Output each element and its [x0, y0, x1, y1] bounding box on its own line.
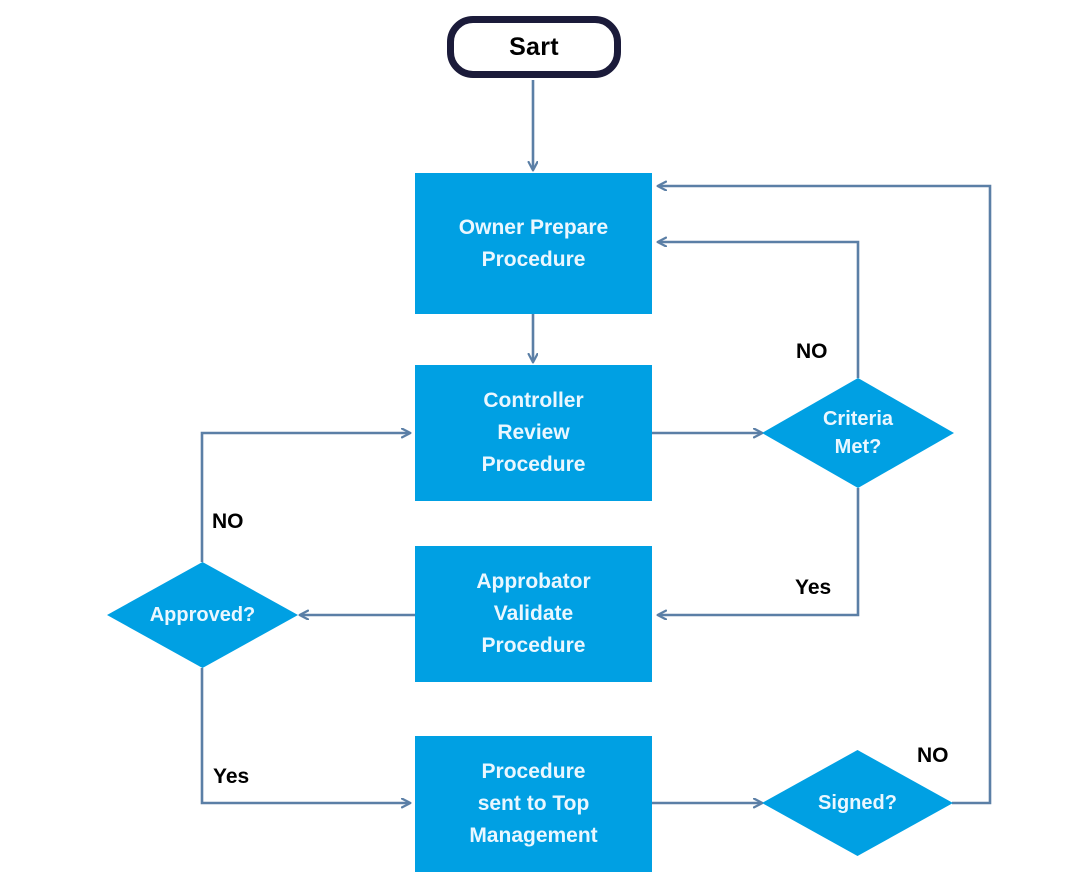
node-owner-prepare-procedure[interactable]: Owner Prepare Procedure — [415, 173, 652, 314]
label-line: Criteria — [822, 408, 894, 430]
label-line: Procedure — [481, 634, 586, 657]
label-line: Validate — [493, 602, 574, 625]
label-line: Review — [497, 421, 570, 444]
label-line: Procedure — [481, 247, 586, 271]
label-line: Approved? — [149, 604, 256, 626]
node-signed-label: Signed? — [812, 789, 903, 817]
node-approbator-validate-procedure[interactable]: Approbator Validate Procedure — [415, 546, 652, 682]
node-procedure-sent-top-management[interactable]: Procedure sent to Top Management — [415, 736, 652, 872]
node-controller-review-procedure-label: Controller Review Procedure — [482, 385, 586, 481]
edge-signed-no-to-owner — [658, 186, 992, 805]
label-line: Procedure — [481, 760, 586, 783]
edge-approved-no-to-controller — [200, 433, 410, 562]
edge-label-signed-no: NO — [917, 744, 949, 767]
node-controller-review-procedure[interactable]: Controller Review Procedure — [415, 365, 652, 501]
label-line: sent to Top — [477, 792, 590, 815]
node-start[interactable]: Sart — [447, 16, 621, 78]
edge-label-approved-yes: Yes — [213, 765, 250, 788]
node-owner-prepare-procedure-label: Owner Prepare Procedure — [459, 212, 608, 276]
edge-label-approved-no: NO — [212, 510, 244, 533]
label-line: Met? — [834, 436, 882, 458]
edge-label-criteria-no: NO — [796, 340, 828, 363]
edge-label-criteria-yes: Yes — [795, 576, 832, 599]
label-line: Procedure — [481, 453, 586, 476]
node-criteria-met-label: Criteria Met? — [817, 405, 899, 461]
label-line: Signed? — [818, 792, 897, 814]
node-approved-label: Approved? — [144, 601, 262, 629]
node-procedure-sent-top-management-label: Procedure sent to Top Management — [469, 756, 597, 852]
label-line: Management — [469, 824, 598, 847]
label-line: Controller — [483, 389, 584, 412]
node-signed-decision[interactable]: Signed? — [762, 750, 953, 856]
node-start-label: Sart — [509, 32, 559, 61]
node-approbator-validate-procedure-label: Approbator Validate Procedure — [476, 566, 590, 662]
node-approved-decision[interactable]: Approved? — [107, 562, 298, 668]
edge-criteria-yes-to-approbator — [658, 488, 860, 615]
edge-approved-yes-to-top-management — [200, 668, 410, 803]
label-line: Owner Prepare — [458, 215, 609, 239]
edge-criteria-no-to-owner — [658, 242, 860, 378]
node-criteria-met-decision[interactable]: Criteria Met? — [762, 378, 954, 488]
label-line: Approbator — [476, 570, 591, 593]
